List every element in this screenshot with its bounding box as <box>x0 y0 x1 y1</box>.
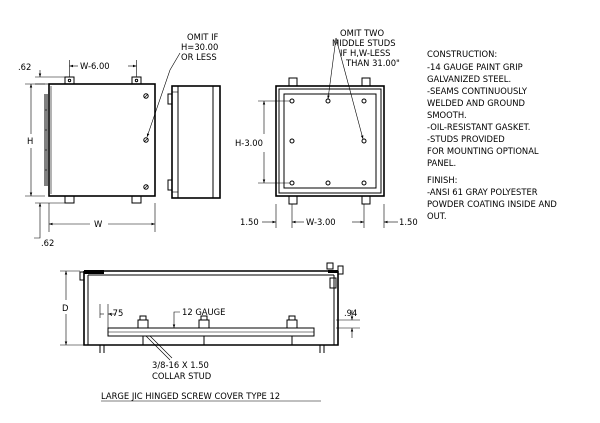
finish-heading: FINISH: <box>427 175 457 185</box>
dim-bottom-offset: .62 <box>41 238 54 248</box>
construction-line-6: -OIL-RESISTANT GASKET. <box>427 122 530 132</box>
stud-note-line-2: COLLAR STUD <box>152 371 211 381</box>
dim-top-width: W-6.00 <box>80 61 110 71</box>
construction-line-1: -14 GAUGE PAINT GRIP <box>427 62 523 72</box>
construction-line-8: FOR MOUNTING OPTIONAL <box>427 146 539 156</box>
omit-two-line-1: OMIT TWO <box>340 28 384 38</box>
finish-line-3: OUT. <box>427 211 447 221</box>
construction-notes: CONSTRUCTION: -14 GAUGE PAINT GRIP GALVA… <box>427 49 539 168</box>
front-view-dimensions: .62 W-6.00 H W .62 OMIT IF H=30.00 OR LE… <box>18 32 219 248</box>
stud-note-line-1: 3/8-16 X 1.50 <box>152 360 209 370</box>
dim-right-inset: 1.50 <box>399 217 418 227</box>
dim-top-offset: .62 <box>18 62 31 72</box>
section-view <box>79 262 344 353</box>
omit-two-line-4: THAN 31.00" <box>345 58 400 68</box>
construction-heading: CONSTRUCTION: <box>427 49 497 59</box>
dim-left-inset: 1.50 <box>240 217 259 227</box>
construction-line-3: -SEAMS CONTINUOUSLY <box>427 86 528 96</box>
side-view <box>167 85 221 199</box>
construction-line-5: SMOOTH. <box>427 110 467 120</box>
dim-inside-height: H-3.00 <box>235 138 263 148</box>
finish-line-1: -ANSI 61 GRAY POLYESTER <box>427 187 538 197</box>
drawing-caption: LARGE JIC HINGED SCREW COVER TYPE 12 <box>101 391 321 402</box>
caption-text: LARGE JIC HINGED SCREW COVER TYPE 12 <box>101 391 280 401</box>
omit-note-line-1: OMIT IF <box>187 32 219 42</box>
dim-height: H <box>27 136 33 146</box>
inside-view <box>275 77 385 205</box>
construction-line-2: GALVANIZED STEEL. <box>427 74 511 84</box>
dim-bottom-width: W <box>94 219 102 229</box>
dim-left-panel-offset: .75 <box>110 308 123 318</box>
section-view-dimensions: D .75 12 GAUGE .94 3/8-16 X 1.50 COLLAR … <box>60 270 360 381</box>
dim-right-panel-offset: .94 <box>344 308 357 318</box>
construction-line-4: WELDED AND GROUND <box>427 98 525 108</box>
front-view <box>44 76 156 204</box>
gauge-note: 12 GAUGE <box>182 307 225 317</box>
omit-note-line-3: OR LESS <box>181 52 217 62</box>
inside-view-dimensions: OMIT TWO MIDDLE STUDS IF H,W-LESS THAN 3… <box>235 28 418 228</box>
dim-inside-width: W-3.00 <box>306 217 336 227</box>
omit-two-line-3: IF H,W-LESS <box>340 48 390 58</box>
finish-notes: FINISH: -ANSI 61 GRAY POLYESTER POWDER C… <box>427 175 557 221</box>
dim-depth: D <box>62 303 68 313</box>
construction-line-9: PANEL. <box>427 158 456 168</box>
omit-note-line-2: H=30.00 <box>181 42 218 52</box>
construction-line-7: -STUDS PROVIDED <box>427 134 505 144</box>
finish-line-2: POWDER COATING INSIDE AND <box>427 199 557 209</box>
omit-two-line-2: MIDDLE STUDS <box>332 38 396 48</box>
